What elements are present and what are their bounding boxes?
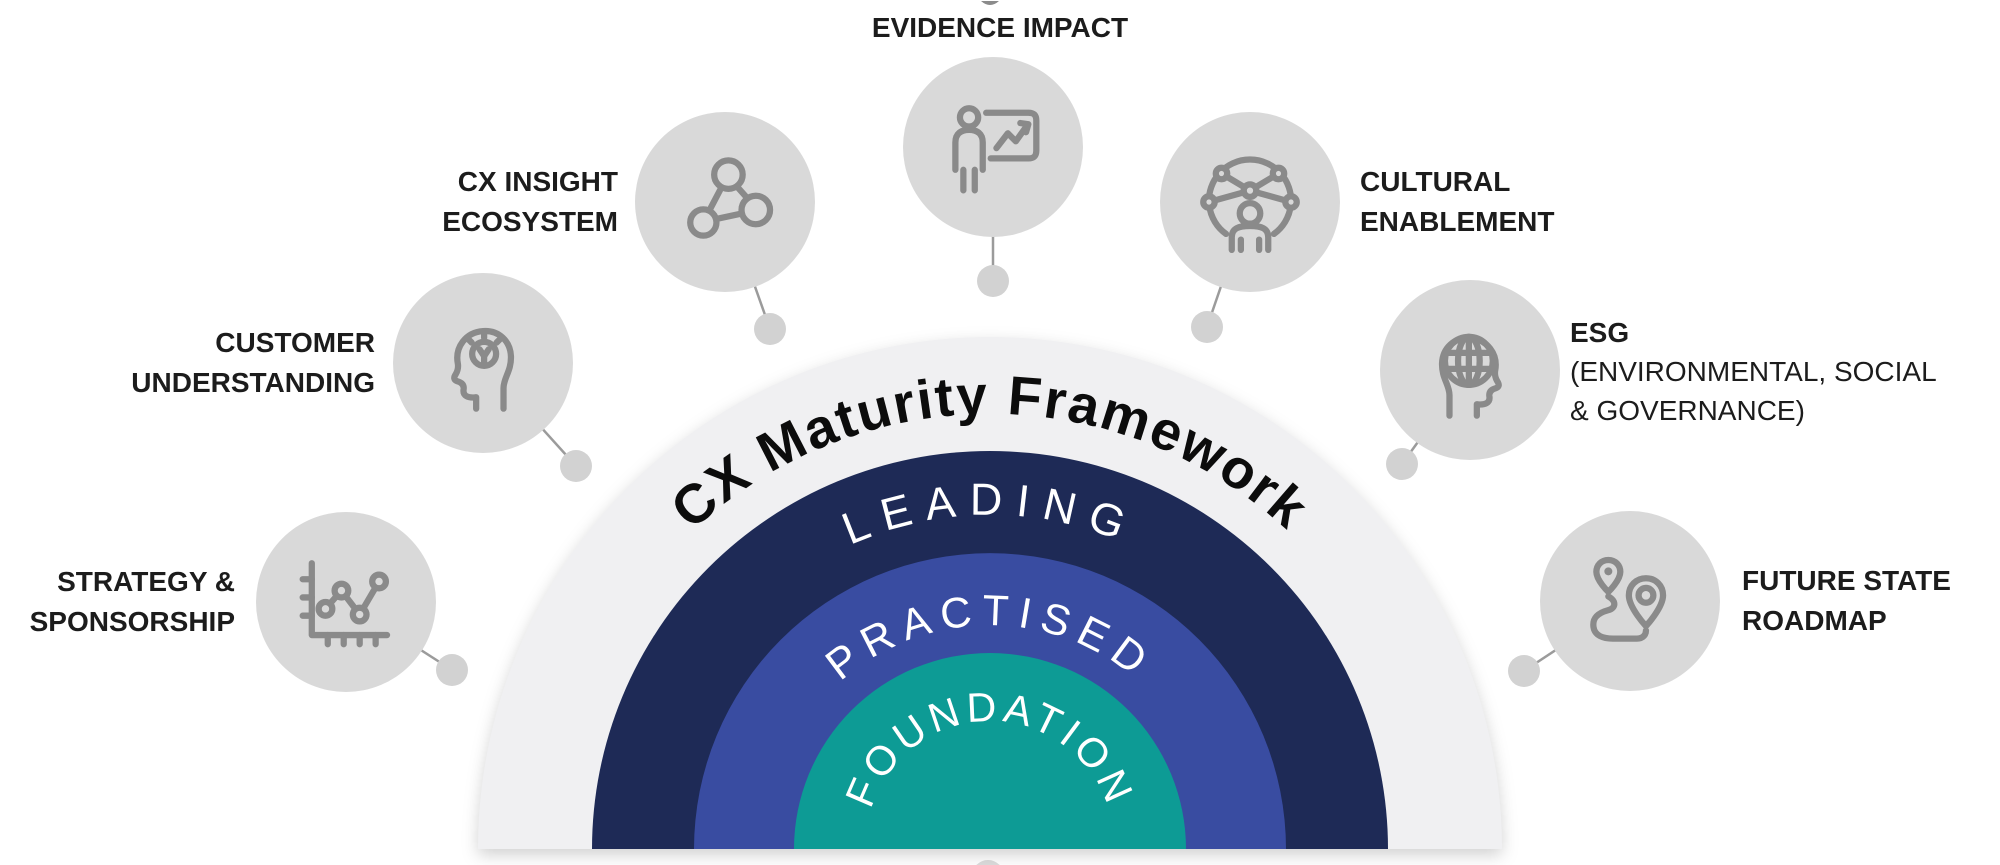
label-future-state-roadmap: FUTURE STATE ROADMAP	[1742, 565, 1951, 636]
connector-dot-cx-insight	[754, 313, 786, 345]
line-chart-icon	[299, 560, 391, 648]
connector-dot-esg	[1386, 448, 1418, 480]
label-cultural-enablement: CULTURAL ENABLEMENT	[1360, 166, 1555, 237]
maturity-rings	[478, 337, 1502, 849]
head-lightbulb-icon	[451, 327, 515, 412]
bubble-evidence-impact	[903, 57, 1083, 237]
bubble-esg	[1380, 280, 1560, 460]
label-cx-insight-ecosystem: CX INSIGHT ECOSYSTEM	[442, 166, 618, 237]
label-customer-understanding: CUSTOMER UNDERSTANDING	[131, 327, 375, 398]
bubble-cx-insight-ecosystem	[635, 112, 815, 292]
label-evidence-impact: EVIDENCE IMPACT	[871, 12, 1129, 43]
cropped-bottom-dot	[976, 860, 1000, 865]
connector-dot-strategy	[436, 654, 468, 686]
connector-dot-customer	[560, 450, 592, 482]
bubble-future-state-roadmap	[1540, 511, 1720, 691]
person-network-icon	[1200, 156, 1300, 254]
presentation-chart-icon	[952, 105, 1040, 194]
connector-dot-future	[1508, 655, 1540, 687]
connector-dot-cultural	[1191, 311, 1223, 343]
label-esg: ESG (ENVIRONMENTAL, SOCIAL & GOVERNANCE)	[1570, 317, 1937, 426]
bubble-strategy-sponsorship	[256, 512, 436, 692]
connector-dot-evidence	[977, 265, 1009, 297]
label-strategy-sponsorship: STRATEGY & SPONSORSHIP	[29, 566, 235, 637]
network-nodes-icon	[687, 157, 774, 239]
globe-head-icon	[1438, 333, 1502, 419]
cropped-top-marker	[981, 1, 999, 5]
bubble-customer-understanding	[393, 273, 573, 453]
bubble-cultural-enablement	[1160, 112, 1340, 292]
connector-dots	[436, 265, 1540, 687]
ring-foundation	[794, 653, 1186, 849]
route-pins-icon	[1590, 556, 1667, 642]
